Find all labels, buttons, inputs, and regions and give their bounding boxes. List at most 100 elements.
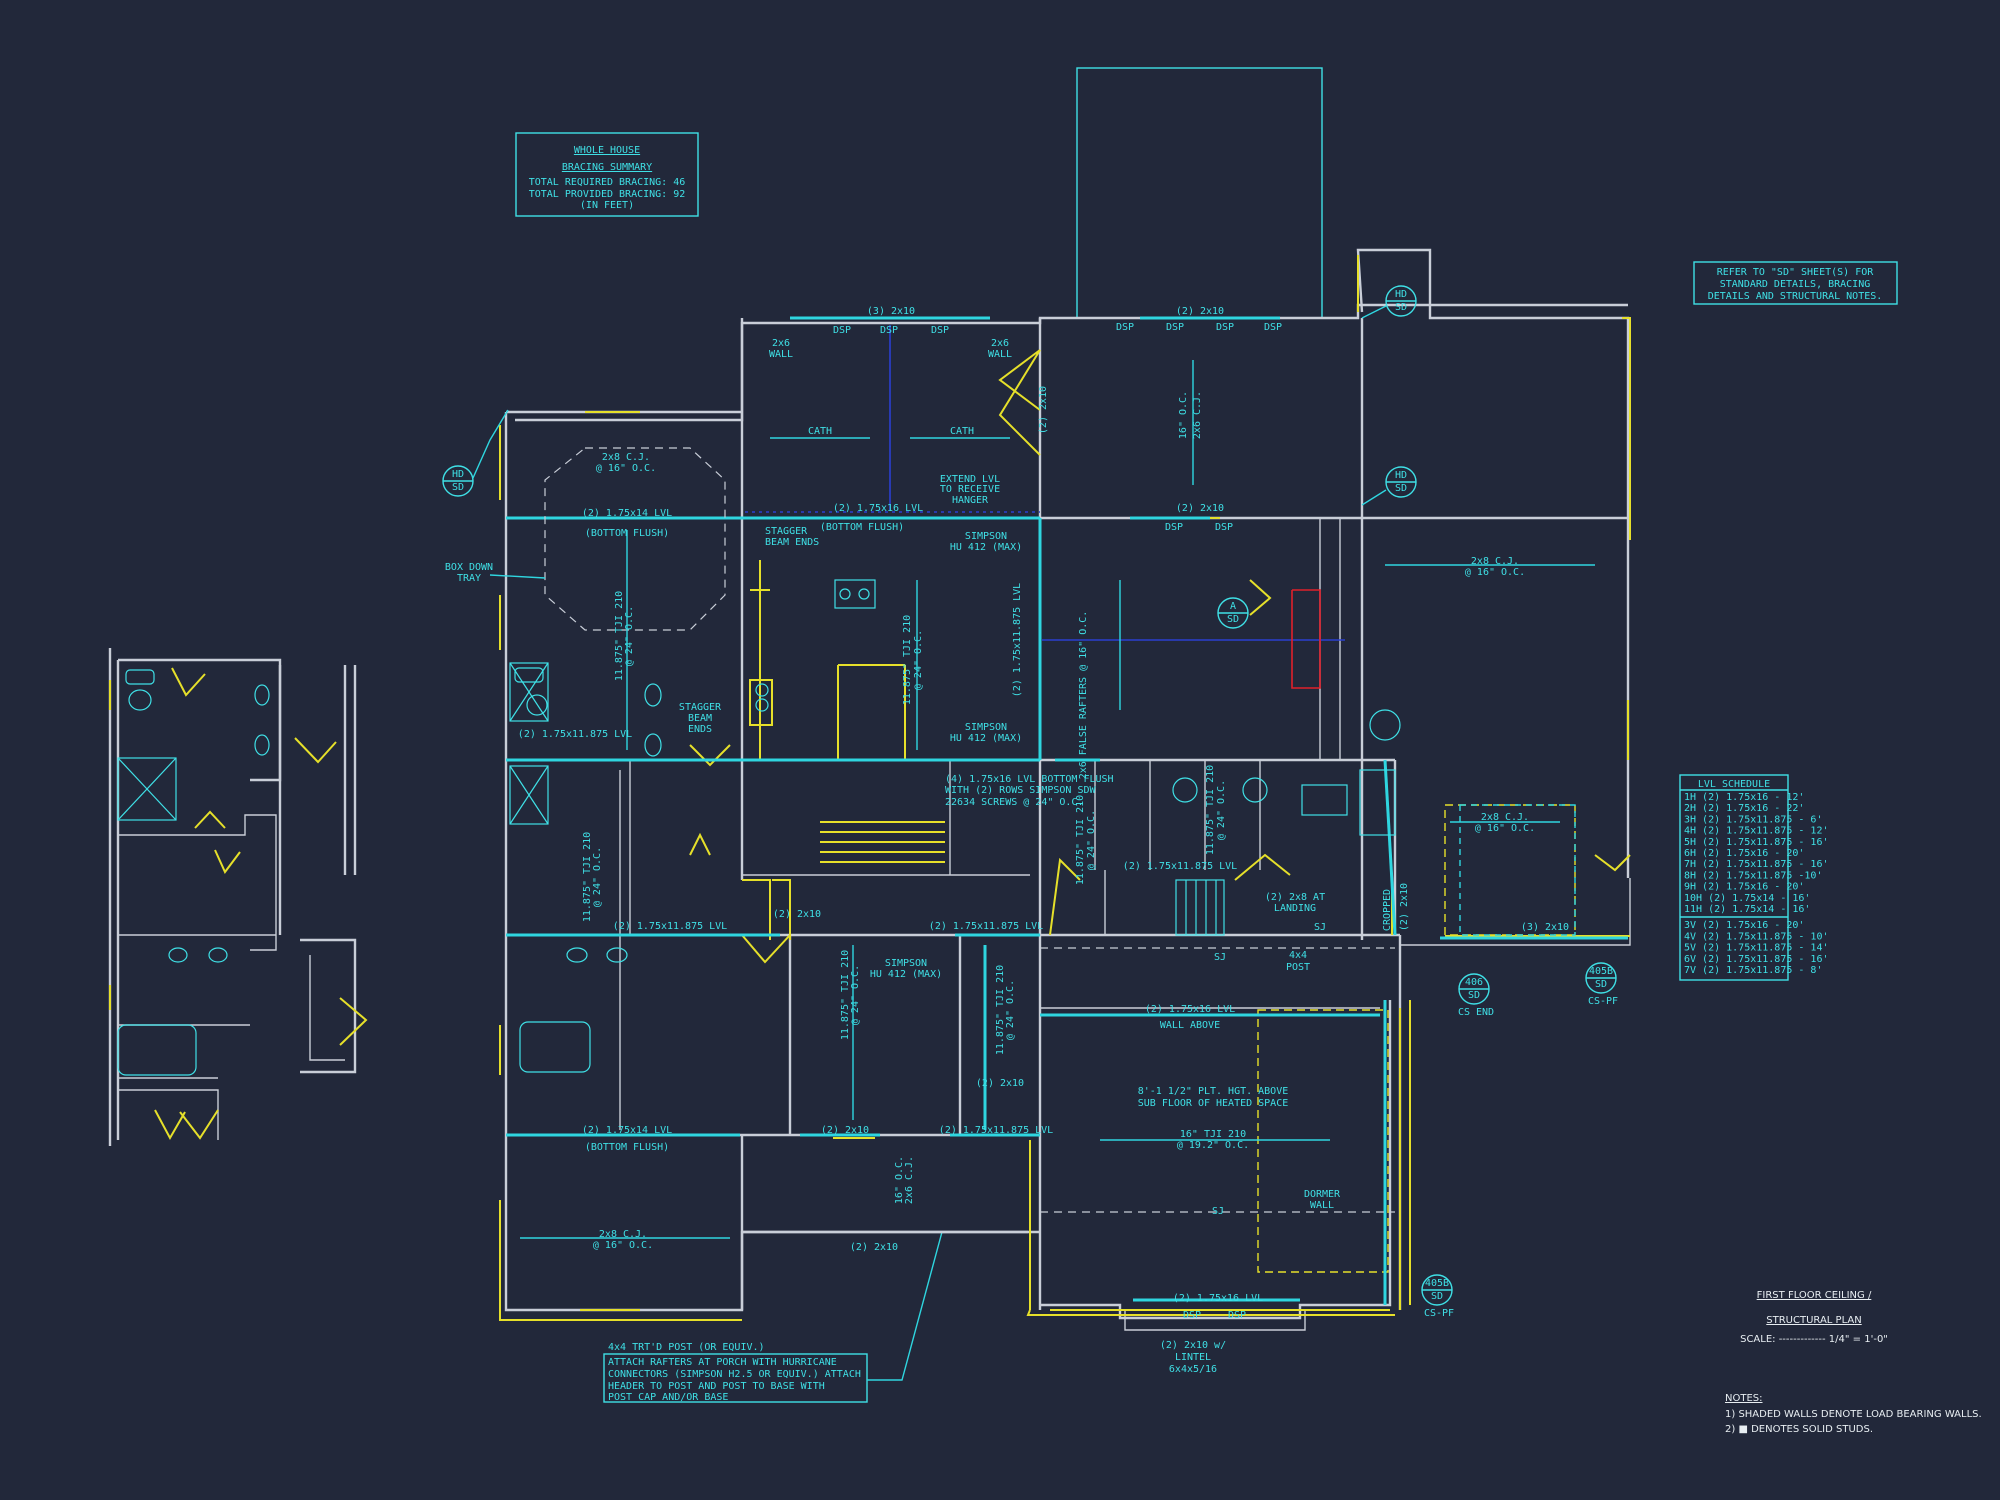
label-stagger-2: BEAM ENDS: [765, 537, 819, 548]
label-2x6-wall-a1: 2x6: [772, 338, 790, 349]
porch-note-4: HEADER TO POST AND POST TO BASE WITH: [608, 1381, 825, 1392]
label-2x10-c: (2) 2x10: [821, 1125, 869, 1136]
lvl-schedule-row: 7H (2) 1.75x11.875 - 16': [1684, 859, 1829, 870]
label-dsp-3: DSP: [931, 325, 949, 336]
label-lvl-4b: WITH (2) ROWS SIMPSON SDW: [945, 785, 1096, 796]
lvl-schedule-row: 4V (2) 1.75x11.875 - 10': [1684, 931, 1829, 942]
callout-sd-406: SD: [1468, 990, 1480, 1001]
label-simpson-3b: HU 412 (MAX): [870, 969, 942, 980]
bracing-provided: TOTAL PROVIDED BRACING: 92: [529, 189, 686, 200]
label-oc24-2: @ 24" O.C.: [913, 630, 924, 690]
beams: [506, 316, 1628, 1305]
left-partial-plan: [108, 648, 368, 1146]
label-bottom-flush-3: (BOTTOM FLUSH): [585, 1142, 669, 1153]
label-cj-3a: 2x8 C.J.: [1481, 812, 1529, 823]
callout-sd-2: SD: [1395, 302, 1407, 313]
label-cj-2b: @ 16" O.C.: [1465, 567, 1525, 578]
lvl-schedule-row: 7V (2) 1.75x11.875 - 8': [1684, 965, 1822, 976]
lvl-schedule-table: LVL SCHEDULE 1H (2) 1.75x16 - 12'2H (2) …: [1679, 774, 1829, 981]
label-simpson-1a: SIMPSON: [965, 531, 1007, 542]
callout-a: A: [1230, 601, 1236, 612]
label-lvl-3: (2) 1.75x11.875 LVL: [518, 729, 632, 740]
callout-405b-1: 405B: [1589, 966, 1613, 977]
label-2x10-e: (2) 2x10: [976, 1078, 1024, 1089]
label-cropped: CROPPED: [1382, 889, 1393, 931]
lvl-schedule-row: 9H (2) 1.75x16 - 20': [1684, 882, 1804, 893]
dashed-lines: [544, 325, 1576, 1213]
label-2x6-wall-a2: WALL: [769, 349, 793, 360]
label-stagger-1: STAGGER: [765, 526, 808, 537]
title-line-1: FIRST FLOOR CEILING /: [1757, 1290, 1872, 1301]
label-tji-3: 11.875" TJI 210: [582, 832, 593, 922]
label-stagger-ends-3: ENDS: [688, 724, 712, 735]
label-cj-2a: 2x8 C.J.: [1471, 556, 1519, 567]
lvl-schedule-row: 5H (2) 1.75x11.875 - 16': [1684, 837, 1829, 848]
callout-406: 406: [1465, 977, 1483, 988]
label-2x10-f: (2) 2x10: [1399, 883, 1410, 931]
porch-note-3: CONNECTORS (SIMPSON H2.5 OR EQUIV.) ATTA…: [608, 1369, 861, 1380]
label-lvl-4a: (4) 1.75x16 LVL BOTTOM FLUSH: [945, 774, 1114, 785]
label-lvl-7: (2) 1.75x11.875 LVL: [939, 1125, 1053, 1136]
label-cath-1: CATH: [808, 426, 832, 437]
label-16oc-v: 16" O.C.: [1178, 391, 1189, 439]
label-post-1: 4x4: [1289, 950, 1307, 961]
label-stagger-ends-2: BEAM: [688, 713, 712, 724]
callout-hd-2: HD: [1395, 289, 1407, 300]
label-cj-1b: @ 16" O.C.: [596, 463, 656, 474]
label-sj-2: SJ: [1314, 922, 1326, 933]
porch-note-5: POST CAP AND/OR BASE: [608, 1392, 728, 1403]
label-lvl-2: (2) 1.75x16 LVL: [833, 503, 923, 514]
label-tji-6: 11.875" TJI 210: [1205, 765, 1216, 855]
lvl-schedule-row: 5V (2) 1.75x11.875 - 14': [1684, 943, 1829, 954]
callout-sd-405b-2: SD: [1431, 1291, 1443, 1302]
label-tji-1: 11.875" TJI 210: [614, 591, 625, 681]
label-2x10-a: (2) 2x10: [773, 909, 821, 920]
lvl-schedule-row: 3H (2) 1.75x11.875 - 6': [1684, 814, 1822, 825]
title-block: FIRST FLOOR CEILING / STRUCTURAL PLAN SC…: [1740, 1290, 1888, 1345]
callout-sd-a: SD: [1227, 614, 1239, 625]
label-cj-3b: @ 16" O.C.: [1475, 823, 1535, 834]
label-lvl-5b: (2) 1.75x11.875 LVL: [929, 921, 1043, 932]
label-lvl-5: (2) 1.75x11.875 LVL: [1123, 861, 1237, 872]
label-dsp-4: DSP: [1116, 322, 1134, 333]
label-plt-1: 8'-1 1/2" PLT. HGT. ABOVE: [1138, 1086, 1289, 1097]
lvl-schedule-title: LVL SCHEDULE: [1698, 779, 1770, 790]
label-oc24-6: @ 24" O.C.: [1216, 780, 1227, 840]
label-sj-1: SJ: [1214, 952, 1226, 963]
label-bottom-flush-2: (BOTTOM FLUSH): [820, 522, 904, 533]
label-lintel-2: LINTEL: [1175, 1352, 1211, 1363]
porch-note-box: 4x4 TRT'D POST (OR EQUIV.) ATTACH RAFTER…: [603, 1231, 943, 1403]
label-dsp-9: DSP: [1215, 522, 1233, 533]
label-extend-3: HANGER: [952, 495, 989, 506]
callout-cs-pf-1: CS-PF: [1588, 996, 1618, 1007]
lvl-schedule-row: 1H (2) 1.75x16 - 12': [1684, 792, 1804, 803]
bracing-required: TOTAL REQUIRED BRACING: 46: [529, 177, 686, 188]
label-tji-7: 11.875" TJI 210: [995, 965, 1006, 1055]
label-dsp-11: DSP: [1228, 1310, 1246, 1321]
lvl-schedule-row: 4H (2) 1.75x11.875 - 12': [1684, 826, 1829, 837]
label-dsp-7: DSP: [1264, 322, 1282, 333]
notes-heading: NOTES:: [1725, 1393, 1763, 1404]
label-dsp-6: DSP: [1216, 322, 1234, 333]
label-plt-2: SUB FLOOR OF HEATED SPACE: [1138, 1098, 1289, 1109]
label-false-rafters: 2x6 FALSE RAFTERS @ 16" O.C.: [1078, 611, 1089, 780]
label-simpson-1b: HU 412 (MAX): [950, 542, 1022, 553]
label-oc24-3: @ 24" O.C.: [592, 847, 603, 907]
label-dsp-2: DSP: [880, 325, 898, 336]
lvl-schedule-row: 6H (2) 1.75x16 - 20': [1684, 848, 1804, 859]
title-line-2: STRUCTURAL PLAN: [1766, 1315, 1861, 1326]
lvl-schedule-row: 10H (2) 1.75x14 - 16': [1684, 893, 1810, 904]
refer-line-3: DETAILS AND STRUCTURAL NOTES.: [1708, 291, 1883, 302]
porch-note-1: 4x4 TRT'D POST (OR EQUIV.): [608, 1342, 765, 1353]
label-cj-4a: 2x8 C.J.: [599, 1229, 647, 1240]
refer-line-1: REFER TO "SD" SHEET(S) FOR: [1717, 267, 1875, 278]
bracing-title-1: WHOLE HOUSE: [574, 145, 640, 156]
note-1: 1) SHADED WALLS DENOTE LOAD BEARING WALL…: [1725, 1409, 1982, 1420]
label-2x6-wall-b1: 2x6: [991, 338, 1009, 349]
note-2: 2) ■ DENOTES SOLID STUDS.: [1725, 1424, 1873, 1435]
label-2-2x10-mid: (2) 2x10: [1176, 503, 1224, 514]
bracing-title-2: BRACING SUMMARY: [562, 162, 652, 173]
label-simpson-2a: SIMPSON: [965, 722, 1007, 733]
label-tji-4: 11.875" TJI 210: [840, 950, 851, 1040]
